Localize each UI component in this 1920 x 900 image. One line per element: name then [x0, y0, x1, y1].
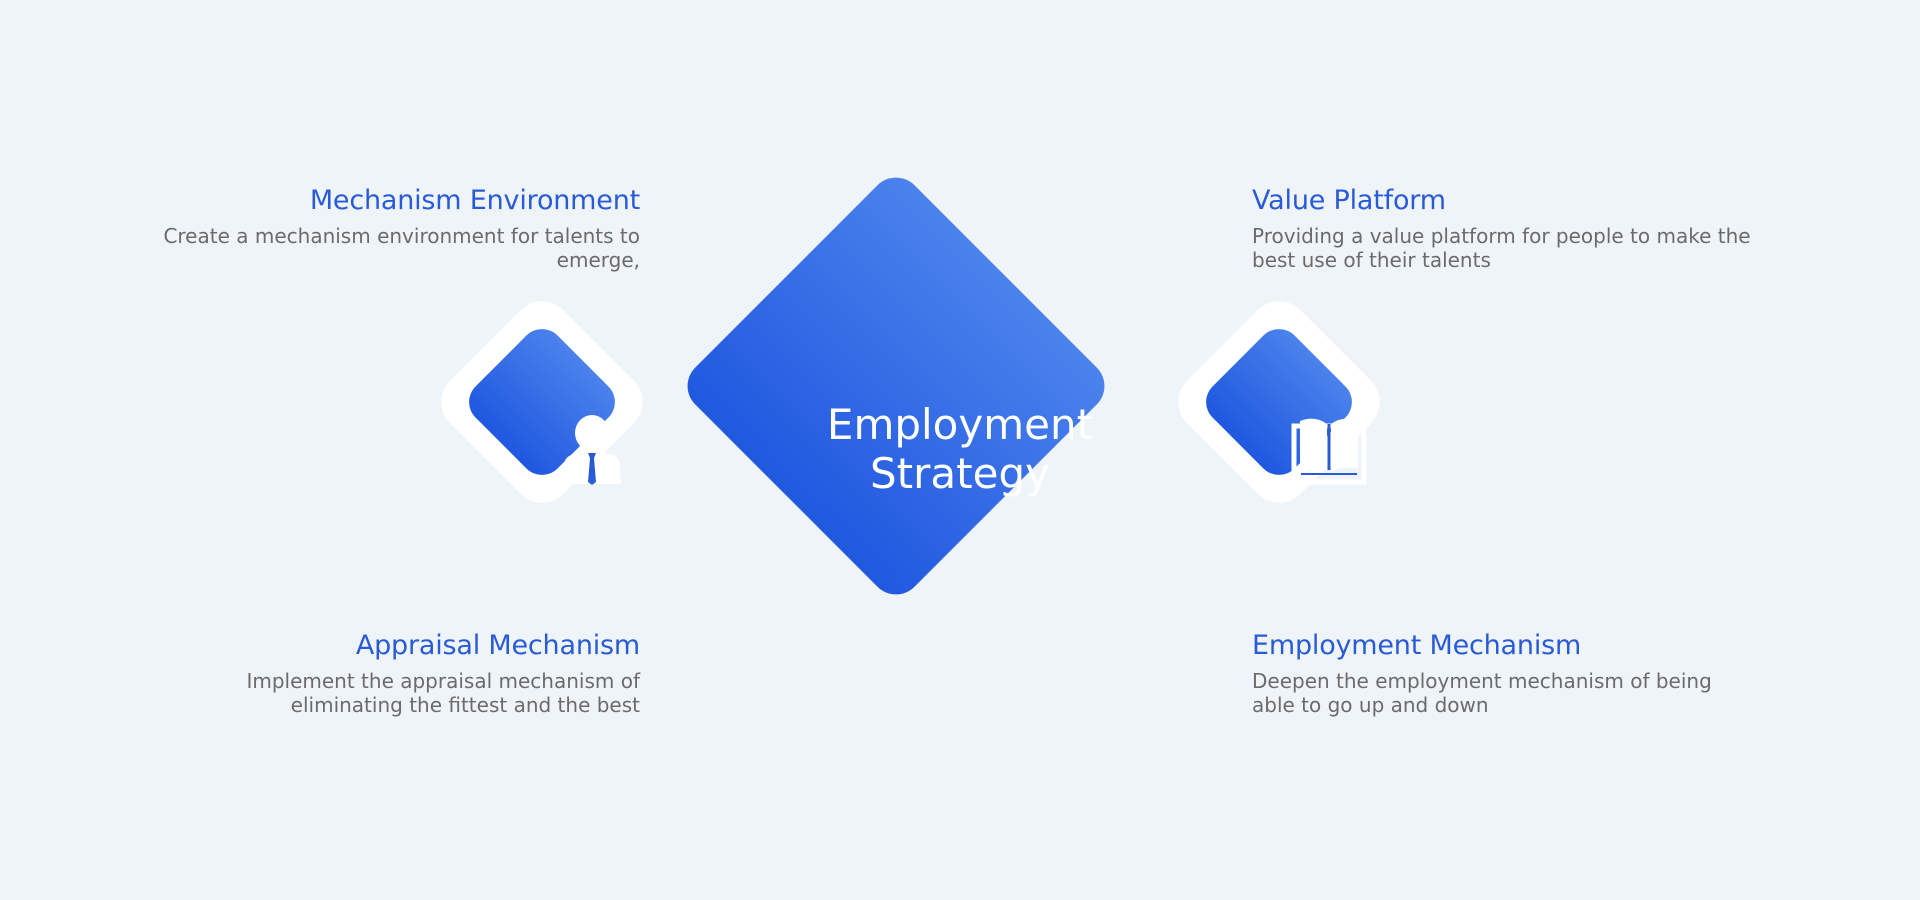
center-title-line2: Strategy [870, 449, 1050, 498]
mechanism-environment-desc-line1: Create a mechanism environment for talen… [163, 224, 640, 248]
value-platform-desc-line1: Providing a value platform for people to… [1252, 224, 1751, 248]
value-platform-desc: Providing a value platform for people to… [1252, 224, 1772, 272]
businessman-icon [563, 415, 621, 485]
mechanism-environment-desc: Create a mechanism environment for talen… [120, 224, 640, 272]
center-title-line1: Employment [826, 400, 1094, 449]
center-title: Employment Strategy [760, 400, 1160, 498]
value-platform-desc-line2: best use of their talents [1252, 248, 1491, 272]
mechanism-environment-title: Mechanism Environment [309, 185, 640, 216]
appraisal-mechanism-desc: Implement the appraisal mechanism of eli… [120, 669, 640, 717]
employment-mechanism-desc-line1: Deepen the employment mechanism of being [1252, 669, 1712, 693]
mechanism-environment-block: Mechanism Environment Create a mechanism… [120, 184, 640, 272]
employment-mechanism-block: Employment Mechanism Deepen the employme… [1252, 629, 1772, 717]
employment-mechanism-desc-line2: able to go up and down [1252, 693, 1489, 717]
employment-mechanism-title: Employment Mechanism [1252, 630, 1582, 661]
mechanism-environment-desc-line2: emerge, [556, 248, 640, 272]
center-diamond [676, 166, 1116, 606]
open-book-icon [1291, 418, 1367, 485]
appraisal-mechanism-block: Appraisal Mechanism Implement the apprai… [120, 629, 640, 717]
value-platform-block: Value Platform Providing a value platfor… [1252, 184, 1772, 272]
appraisal-mechanism-desc-line2: eliminating the fittest and the best [290, 693, 640, 717]
appraisal-mechanism-title: Appraisal Mechanism [355, 630, 640, 661]
employment-mechanism-desc: Deepen the employment mechanism of being… [1252, 669, 1772, 717]
value-platform-title: Value Platform [1252, 185, 1446, 216]
appraisal-mechanism-desc-line1: Implement the appraisal mechanism of [246, 669, 640, 693]
